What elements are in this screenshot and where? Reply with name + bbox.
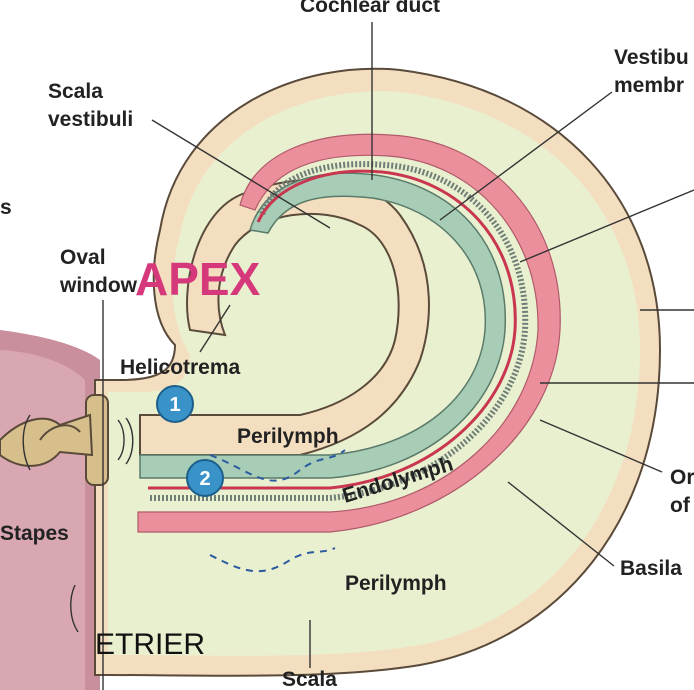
basilar-membrane-band xyxy=(137,133,561,533)
label-apex: APEX xyxy=(135,253,261,305)
badge-2 xyxy=(186,459,224,497)
label-scala-bottom: Scala xyxy=(282,668,337,690)
label-oval-window-line1: Oval xyxy=(60,246,106,269)
stapes-arch xyxy=(39,424,81,441)
badge-2-number: 2 xyxy=(199,468,210,490)
vibration-mark-2 xyxy=(125,417,134,465)
organ-of-corti-strip xyxy=(150,161,529,501)
label-vestibular-line1: Vestibu xyxy=(614,46,689,69)
leader-scala-vestibuli xyxy=(151,119,331,229)
label-organ-line2: of xyxy=(670,494,691,517)
label-scala-vestibuli-line1: Scala xyxy=(48,80,103,103)
label-vestibular-line2: membr xyxy=(614,74,684,97)
vestibular-membrane-line xyxy=(148,169,517,490)
leader-organ xyxy=(539,419,663,473)
wave-upper xyxy=(209,449,346,482)
label-oval-window-line2: window xyxy=(59,274,138,297)
vibration-mark-1 xyxy=(117,419,125,461)
label-scala-vestibuli-line2: vestibuli xyxy=(48,108,133,131)
label-helicotrema: Helicotrema xyxy=(120,356,241,379)
label-basilar: Basila xyxy=(620,557,682,580)
label-cochlear-duct: Cochlear duct xyxy=(300,0,440,17)
label-perilymph-upper: Perilymph xyxy=(237,425,339,448)
vibration-mark-3 xyxy=(22,414,31,471)
middle-ear-highlight xyxy=(0,350,85,690)
badge-1-number: 1 xyxy=(169,394,180,416)
leader-basilar xyxy=(507,481,615,567)
badge-1 xyxy=(156,385,194,423)
leader-vestibular-membrane xyxy=(439,91,613,221)
leader-right-upper xyxy=(519,189,694,263)
label-perilymph-lower: Perilymph xyxy=(345,572,447,595)
vibration-mark-4 xyxy=(70,584,79,633)
cochlear-duct-endolymph xyxy=(139,172,506,479)
label-stapes: Stapes xyxy=(0,522,69,545)
leader-helicotrema xyxy=(199,304,231,353)
label-organ-line1: Or xyxy=(670,466,694,489)
label-etrier: ETRIER xyxy=(95,628,205,661)
stapes-bone xyxy=(0,413,94,467)
label-left-edge: s xyxy=(0,196,12,219)
wave-lower xyxy=(209,547,336,573)
